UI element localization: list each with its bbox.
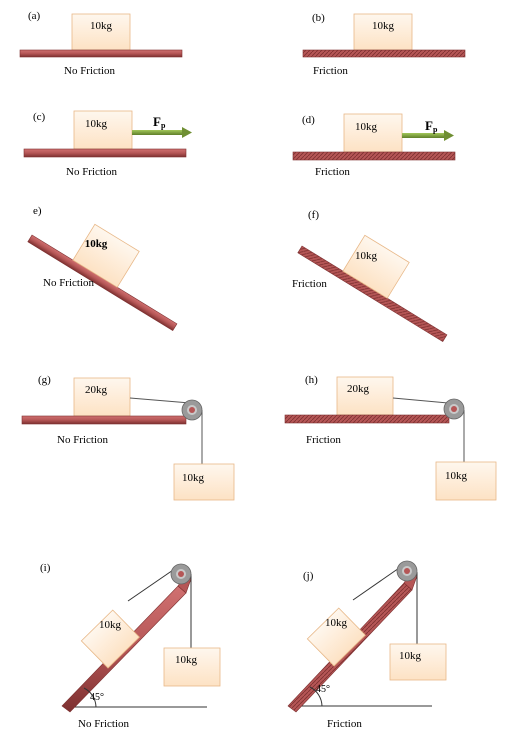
- block-on-incline: [72, 223, 140, 288]
- horizontal-surface: [21, 415, 187, 425]
- panel-label: (d): [302, 114, 315, 126]
- applied-force-arrow: [402, 130, 454, 141]
- block-mass-label: 10kg: [85, 238, 108, 250]
- block: [73, 110, 133, 150]
- incline-block-mass-label: 10kg: [99, 619, 122, 631]
- table-block-mass-label: 20kg: [85, 384, 108, 396]
- block-on-incline: [306, 607, 366, 667]
- surface-label: Friction: [306, 434, 341, 446]
- table-block-mass-label: 20kg: [347, 383, 370, 395]
- hanging-block-mass-label: 10kg: [445, 470, 468, 482]
- rope: [352, 565, 403, 601]
- pulley: [443, 398, 465, 420]
- angle-arc: [309, 686, 323, 707]
- block-on-incline: [80, 609, 140, 669]
- horizontal-surface: [19, 49, 183, 58]
- pulley: [170, 563, 192, 585]
- surface-label: Friction: [292, 278, 327, 290]
- block: [343, 113, 403, 153]
- hanging-block: [435, 461, 497, 501]
- block-mass-label: 10kg: [355, 121, 378, 133]
- panel-i: (i) 45° 10kg 10kg No Friction: [40, 562, 221, 730]
- panel-label: (a): [28, 10, 41, 22]
- panel-h: (h) 20kg 10kg Friction: [284, 374, 497, 501]
- pulley: [396, 560, 418, 582]
- force-label: Fp: [153, 114, 166, 130]
- hanging-block: [163, 647, 221, 687]
- rough-horizontal-surface: [284, 414, 450, 424]
- panel-c: (c) 10kg Fp No Friction: [23, 110, 192, 178]
- surface-label: No Friction: [78, 718, 130, 730]
- panel-b: (b) 10kg Friction: [302, 12, 466, 77]
- hanging-block: [389, 643, 447, 681]
- surface-label: No Friction: [66, 166, 118, 178]
- rough-horizontal-surface: [292, 151, 456, 161]
- block-mass-label: 10kg: [90, 20, 113, 32]
- applied-force-arrow: [132, 127, 192, 138]
- surface-label: No Friction: [57, 434, 109, 446]
- hanging-block: [173, 463, 235, 501]
- panel-label: e): [33, 205, 42, 217]
- rope: [127, 567, 177, 602]
- surface-label: Friction: [313, 65, 348, 77]
- block-on-incline: [342, 234, 410, 299]
- hanging-block-mass-label: 10kg: [175, 654, 198, 666]
- panel-label: (g): [38, 374, 51, 386]
- rope: [392, 397, 449, 404]
- panel-label: (j): [303, 570, 314, 582]
- block-mass-label: 10kg: [372, 20, 395, 32]
- panel-e: e) 10kg No Friction: [27, 205, 178, 332]
- panel-d: (d) 10kg Fp Friction: [292, 113, 456, 178]
- surface-label: Friction: [327, 718, 362, 730]
- hanging-block-mass-label: 10kg: [399, 650, 422, 662]
- panel-label: (b): [312, 12, 325, 24]
- panel-label: (c): [33, 111, 46, 123]
- angle-label: 45°: [90, 692, 104, 703]
- rough-horizontal-surface: [302, 49, 466, 58]
- surface-label: Friction: [315, 166, 350, 178]
- pulley: [181, 399, 203, 421]
- force-label: Fp: [425, 118, 438, 134]
- panel-label: (f): [308, 209, 319, 221]
- table-block: [336, 376, 394, 416]
- panel-f: (f) 10kg Friction: [292, 209, 448, 343]
- panel-g: (g) 20kg 10kg No Friction: [21, 374, 235, 501]
- angle-arc: [83, 687, 97, 708]
- incline-block-mass-label: 10kg: [325, 617, 348, 629]
- panel-label: (h): [305, 374, 318, 386]
- angle-label: 45°: [316, 684, 330, 695]
- table-block: [73, 377, 131, 417]
- hanging-block-mass-label: 10kg: [182, 472, 205, 484]
- block-mass-label: 10kg: [85, 118, 108, 130]
- block: [353, 13, 413, 51]
- surface-label: No Friction: [64, 65, 116, 77]
- surface-label: No Friction: [43, 277, 95, 289]
- horizontal-surface: [23, 148, 187, 158]
- block: [71, 13, 131, 51]
- panel-label: (i): [40, 562, 51, 574]
- panel-a: (a) 10kg No Friction: [19, 10, 183, 77]
- rope: [129, 397, 191, 404]
- panel-j: (j) 45° 10kg 10kg Friction: [287, 560, 447, 730]
- block-mass-label: 10kg: [355, 250, 378, 262]
